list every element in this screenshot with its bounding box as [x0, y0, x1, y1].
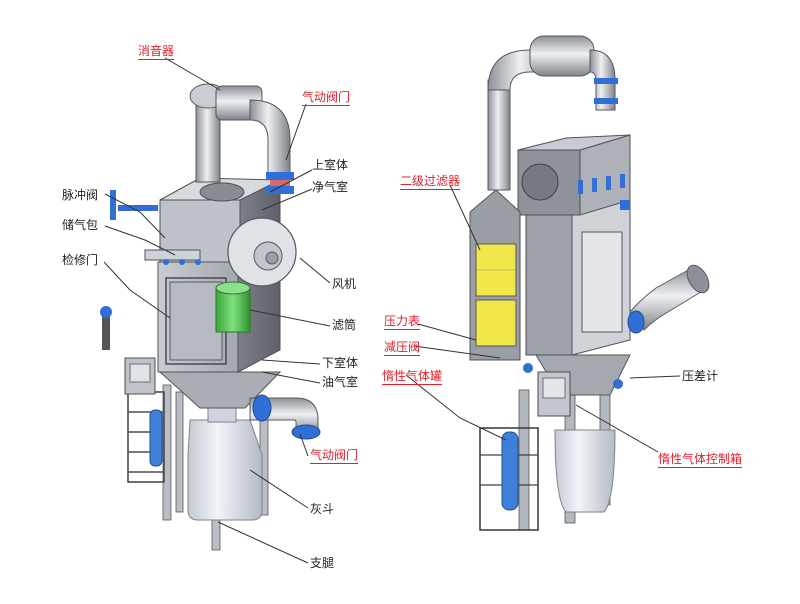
label-support-legs: 支腿 [310, 556, 335, 570]
left-gas-cylinder [149, 409, 163, 467]
left-control-panel [100, 306, 156, 395]
left-muffler-duct [189, 83, 294, 194]
label-muffler: 消音器 [138, 44, 175, 60]
leader-lines [103, 57, 681, 564]
left-fan [227, 217, 297, 287]
right-upper-box [517, 134, 631, 216]
label-air-tank: 储气包 [62, 218, 99, 232]
right-main-body [525, 194, 631, 356]
label-oil-air-room: 油气室 [322, 375, 359, 389]
right-ash-hopper [554, 429, 616, 513]
left-ash-hopper [187, 407, 263, 521]
left-unit [100, 83, 321, 551]
label-pulse-valve: 脉冲阀 [62, 188, 99, 202]
label-inert-gas-control-box: 惰性气体控制箱 [658, 452, 743, 468]
label-secondary-filter: 二级过滤器 [400, 174, 461, 190]
label-pneumatic-valve-top: 气动阀门 [302, 90, 351, 106]
left-filter-cartridge [215, 281, 251, 333]
label-access-door: 检修门 [62, 253, 99, 267]
label-upper-chamber: 上室体 [312, 158, 349, 172]
right-unit [469, 35, 710, 531]
left-bottom-duct [249, 394, 321, 440]
label-pneumatic-valve-bottom: 气动阀门 [310, 448, 359, 464]
right-gas-rack [479, 427, 539, 531]
right-control-box [523, 363, 623, 417]
label-pressure-reducing-valve: 减压阀 [384, 340, 421, 356]
right-top-duct [487, 35, 618, 191]
label-ash-hopper: 灰斗 [310, 502, 335, 516]
label-inert-gas-tank: 惰性气体罐 [382, 369, 443, 385]
label-lower-chamber: 下室体 [322, 356, 359, 370]
label-differential-pressure-gauge: 压差计 [682, 369, 719, 383]
label-fan: 风机 [332, 277, 357, 291]
left-air-tank [110, 190, 201, 265]
label-pressure-gauge: 压力表 [384, 314, 421, 330]
right-secondary-filter [469, 189, 521, 361]
label-clean-air-room: 净气室 [312, 180, 349, 194]
right-pulse-valves [578, 174, 630, 210]
label-filter-cartridge: 滤筒 [332, 318, 357, 332]
right-elbow-duct [627, 264, 710, 334]
